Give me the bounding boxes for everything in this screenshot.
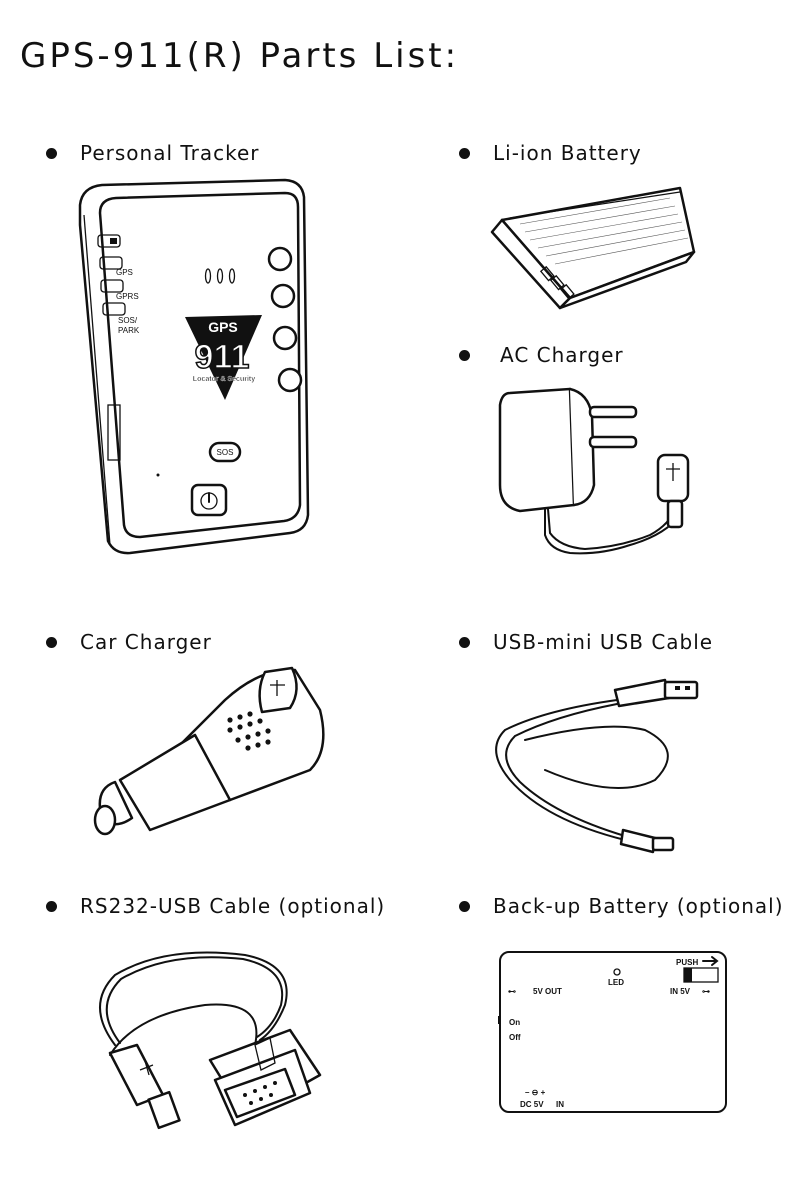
item-label: Back-up Battery (optional) (493, 894, 784, 918)
out-label: 5V OUT (533, 987, 562, 996)
push-arrow-icon (702, 956, 719, 966)
backup-battery-illustration: PUSH LED ⊷ 5V OUT IN 5V ⊶ On Off – ⊖ + D… (498, 951, 727, 1113)
usb-mini-usb-cable-illustration (495, 678, 699, 854)
gps-911-logo: GPS 911 Locator & Security (185, 315, 262, 400)
item-personal-tracker: Personal Tracker (46, 141, 260, 165)
gps-label: GPS (116, 268, 133, 277)
bullet-icon (46, 147, 57, 159)
tracker-button-1 (267, 246, 293, 272)
bullet-icon (459, 900, 470, 912)
tracker-side-indicators: GPS GPRS SOS/ PARK (97, 234, 140, 335)
item-label: Car Charger (80, 630, 212, 654)
tracker-button-4 (277, 367, 303, 393)
item-label: RS232-USB Cable (optional) (80, 894, 386, 918)
bullet-icon (459, 349, 470, 361)
dc-label: DC 5V (520, 1100, 544, 1109)
item-usb-mini-usb-cable: USB-mini USB Cable (459, 630, 713, 654)
tracker-button-3 (272, 325, 298, 351)
off-label: Off (509, 1033, 521, 1042)
svg-text:GPS: GPS (208, 319, 238, 335)
led-label: LED (608, 978, 624, 987)
svg-text:911: 911 (195, 338, 250, 376)
dc-in-label: IN (556, 1100, 564, 1109)
personal-tracker-illustration: GPS GPRS SOS/ PARK GPS 911 Locator & Sec… (78, 178, 310, 555)
item-label: AC Charger (500, 343, 624, 367)
bullet-icon (46, 636, 57, 648)
dc-polarity-icon: – ⊖ + (525, 1088, 546, 1097)
car-charger-illustration (93, 666, 325, 836)
sos-button-label: SOS (217, 448, 234, 457)
usb-out-icon: ⊷ (508, 987, 516, 996)
item-rs232-usb-cable: RS232-USB Cable (optional) (46, 894, 385, 918)
bullet-icon (459, 147, 470, 159)
item-backup-battery: Back-up Battery (optional) (459, 894, 784, 918)
item-ac-charger: AC Charger (459, 343, 624, 367)
item-label: USB-mini USB Cable (493, 630, 714, 654)
on-label: On (509, 1018, 520, 1027)
sos-side-label: SOS/ (118, 316, 138, 325)
page-title: GPS-911(R) Parts List: (20, 36, 460, 76)
gprs-label: GPRS (116, 292, 139, 301)
sos-button (208, 441, 242, 463)
bullet-icon (459, 636, 470, 648)
item-label: Personal Tracker (80, 141, 260, 165)
item-label: Li-ion Battery (493, 141, 642, 165)
in-label: IN 5V (670, 987, 691, 996)
push-label: PUSH (676, 958, 698, 967)
usb-in-icon: ⊶ (702, 987, 710, 996)
bullet-icon (46, 900, 57, 912)
item-car-charger: Car Charger (46, 630, 212, 654)
park-label: PARK (118, 326, 140, 335)
rs232-usb-cable-illustration (99, 951, 322, 1130)
ac-charger-illustration (498, 387, 690, 555)
tracker-button-2 (270, 283, 296, 309)
li-ion-battery-illustration (490, 186, 696, 310)
svg-text:Locator & Security: Locator & Security (193, 376, 255, 383)
item-li-ion-battery: Li-ion Battery (459, 141, 642, 165)
